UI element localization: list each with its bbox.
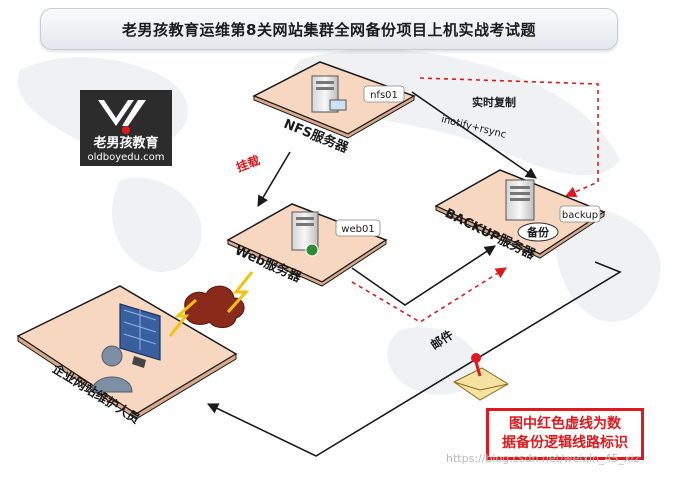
nfs-host: nfs01 bbox=[370, 90, 398, 101]
edge-realtime bbox=[411, 91, 537, 179]
logo-v-mark bbox=[98, 100, 134, 126]
backup-badge: 备份 bbox=[526, 225, 550, 239]
logo-text: 老男孩教育 bbox=[92, 135, 158, 151]
legend-note-line-2: 据备份逻辑线路标识 bbox=[502, 435, 628, 451]
internet-cloud-icon bbox=[168, 271, 254, 337]
logo bbox=[80, 90, 172, 166]
edge-mail bbox=[206, 261, 622, 457]
web-host: web01 bbox=[341, 224, 374, 235]
person-icon bbox=[91, 345, 133, 393]
mount-label: 挂载 bbox=[234, 152, 262, 174]
edge-web-backup bbox=[351, 245, 496, 306]
backup-host: backup bbox=[562, 210, 598, 221]
admin-node bbox=[16, 285, 238, 420]
title-bar: 老男孩教育运维第8关网站集群全网备份项目上机实战考试题 bbox=[40, 8, 618, 50]
server-icon bbox=[311, 75, 347, 113]
backup-logic-lines bbox=[351, 77, 599, 323]
legend-note: 图中红色虚线为数 据备份逻辑线路标识 bbox=[486, 408, 644, 460]
watermark: https://blog.csdn.net/weixin_45_xiz bbox=[446, 452, 640, 465]
logo-url: oldboyedu.com bbox=[87, 152, 164, 163]
red-dashed-web-backup bbox=[351, 267, 507, 323]
nfs-node bbox=[252, 61, 416, 139]
realtime-label: 实时复制 bbox=[472, 95, 516, 109]
server-icon bbox=[291, 211, 319, 257]
server-icon bbox=[505, 179, 535, 221]
web-node bbox=[226, 203, 388, 287]
mail-icon bbox=[453, 353, 509, 401]
backup-node bbox=[434, 169, 606, 259]
page-title: 老男孩教育运维第8关网站集群全网备份项目上机实战考试题 bbox=[122, 20, 536, 39]
edge-mount bbox=[257, 151, 291, 207]
legend-note-line-1: 图中红色虚线为数 bbox=[509, 416, 621, 432]
monitor-icon bbox=[119, 303, 161, 368]
world-map-background bbox=[17, 49, 661, 395]
red-dashed-nfs-backup bbox=[419, 77, 599, 198]
connections bbox=[206, 91, 622, 457]
